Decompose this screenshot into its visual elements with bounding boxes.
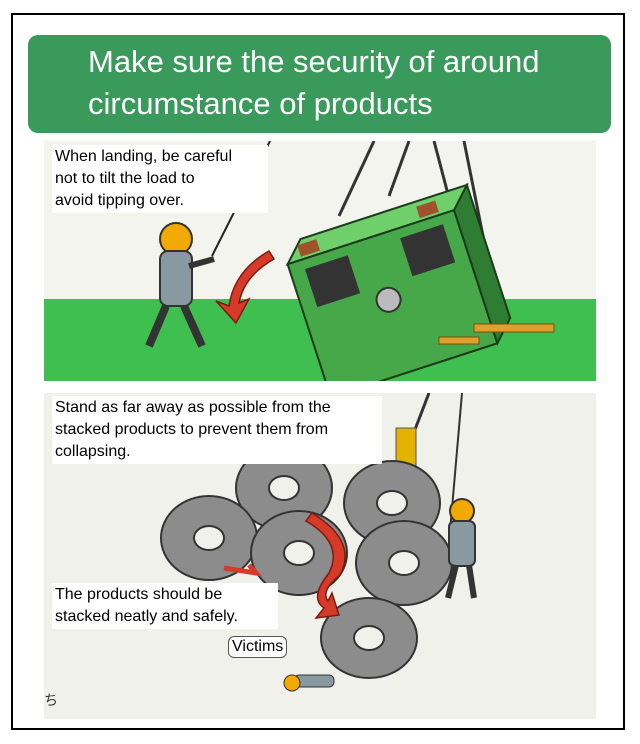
caption-stand-away-line: stacked products to prevent them from — [55, 421, 329, 438]
caption-stand-away: Stand as far away as possible from the s… — [52, 396, 382, 464]
caption-stack-neatly-line: The products should be — [55, 586, 223, 603]
worker-icon — [445, 498, 477, 599]
caption-stand-away-line: Stand as far away as possible from the — [55, 399, 331, 416]
warning-arrow-icon — [304, 512, 346, 619]
title-banner: Make sure the security of around circums… — [28, 35, 611, 133]
caption-landing-line: When landing, be careful — [55, 148, 232, 165]
worker-icon — [145, 141, 271, 348]
artist-signature: ち — [44, 692, 58, 708]
victims-label: Victims — [228, 636, 288, 658]
caption-landing-line: not to tilt the load to — [55, 170, 195, 187]
caption-stack-neatly-line: stacked neatly and safely. — [55, 608, 238, 625]
caption-stand-away-line: collapsing. — [55, 443, 131, 460]
caption-landing-line: avoid tipping over. — [55, 192, 184, 209]
title-line-1: Make sure the security of around — [88, 44, 540, 79]
warning-arrow-icon — [215, 249, 276, 325]
title-line-2: circumstance of products — [88, 86, 433, 121]
green-load — [285, 182, 512, 381]
caption-landing: When landing, be careful not to tilt the… — [52, 145, 268, 213]
victim-icon — [283, 674, 335, 692]
caption-stack-neatly: The products should be stacked neatly an… — [52, 583, 278, 629]
